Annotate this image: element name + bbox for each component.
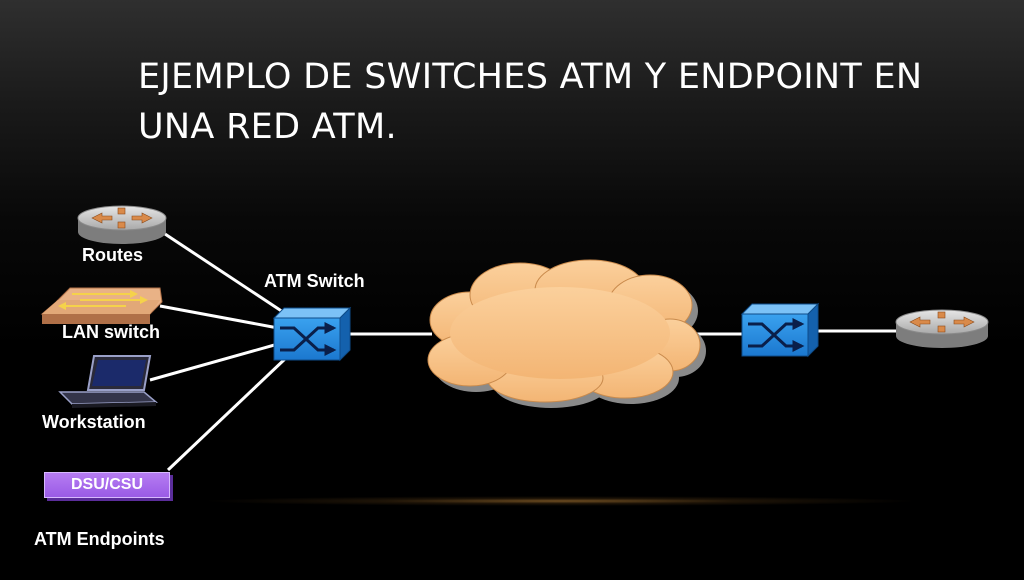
lan-switch-icon [40, 287, 163, 324]
atm-endpoints-label: ATM Endpoints [34, 529, 165, 549]
laptop-icon [58, 355, 159, 408]
lan-switch-label: LAN switch [62, 322, 161, 342]
network-links [149, 232, 898, 472]
atm-switch-icon [272, 306, 352, 362]
routes-label: Routes [82, 245, 144, 265]
link-router-to-atm-switch [164, 232, 284, 314]
link-lan-switch-to-atm-switch [159, 304, 279, 330]
router-icon-right [895, 309, 989, 348]
atm-switch-icon-2 [740, 302, 820, 358]
page-title: Ejemplo de switches ATM y endpoint en un… [138, 57, 923, 147]
atm-switch-label: ATM Switch [264, 271, 365, 291]
router-icon [77, 205, 167, 244]
link-dsu-to-atm-switch [166, 356, 288, 472]
floor-glow [200, 496, 920, 506]
dsu-csu-box: DSU/CSU [44, 472, 170, 498]
link-workstation-to-atm-switch [149, 342, 279, 382]
workstation-label: Workstation [42, 412, 146, 432]
atm-network-cloud [427, 259, 706, 408]
